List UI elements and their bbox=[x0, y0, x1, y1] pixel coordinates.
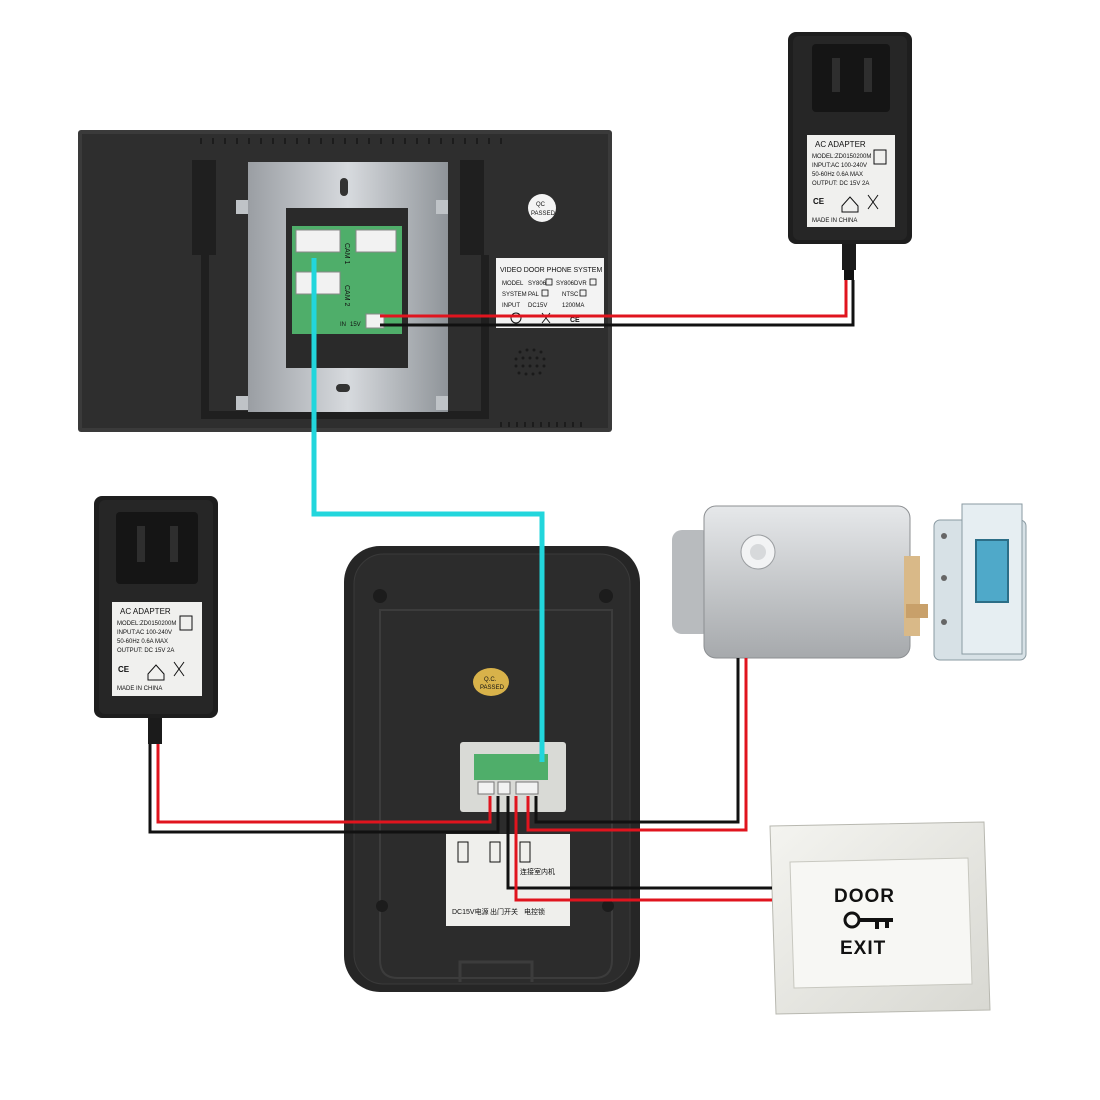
monitor-cam1b-connector bbox=[355, 229, 397, 253]
outdoor-qc-bottom: PASSED bbox=[480, 685, 505, 691]
monitor-label-input-key: INPUT bbox=[502, 303, 520, 309]
monitor-power-v-label: 15V bbox=[350, 322, 361, 328]
exit-button-exit-text: EXIT bbox=[840, 938, 886, 959]
monitor-cam2-label: CAM 2 bbox=[343, 285, 350, 307]
monitor-label-standard-icon bbox=[510, 312, 522, 324]
key-icon bbox=[843, 911, 893, 929]
monitor-label-input-a: 1200MA bbox=[562, 303, 584, 309]
monitor-power-connector bbox=[365, 313, 385, 329]
monitor-label-title: VIDEO DOOR PHONE SYSTEM bbox=[500, 267, 602, 274]
left-adapter-origin: MADE IN CHINA bbox=[117, 686, 162, 692]
exit-button-door-text: DOOR bbox=[834, 886, 895, 907]
monitor-speaker-grille bbox=[514, 348, 546, 376]
wire-exit-black bbox=[506, 796, 772, 890]
monitor-label-input-v: DC15V bbox=[528, 303, 547, 309]
monitor-label-model-b: SY806DVR bbox=[556, 281, 587, 287]
wire-unit-power-red bbox=[156, 744, 492, 824]
left-adapter-bin-icon bbox=[173, 661, 185, 677]
top-adapter-ce-mark: CE bbox=[813, 197, 825, 206]
outdoor-qc-sticker bbox=[473, 668, 509, 696]
top-adapter-output: OUTPUT: DC 15V 2A bbox=[812, 181, 869, 187]
wire-lock-red bbox=[526, 658, 748, 832]
top-adapter-origin: MADE IN CHINA bbox=[812, 218, 857, 224]
monitor-cam1-connector bbox=[295, 229, 341, 253]
monitor-label-sys-a: PAL bbox=[528, 292, 540, 298]
outdoor-qc-top: Q.C. bbox=[484, 677, 497, 683]
left-adapter-ce-mark: CE bbox=[118, 665, 130, 674]
monitor-vent-slots bbox=[200, 138, 582, 427]
top-adapter-freq: 50-60Hz 0.6A MAX bbox=[812, 172, 863, 178]
top-adapter-double-insulation-icon bbox=[873, 149, 887, 165]
wire-lock-black bbox=[534, 658, 740, 824]
monitor-label-sys-b: NTSC bbox=[562, 292, 579, 298]
wire-exit-red bbox=[514, 796, 772, 902]
left-power-adapter: AC ADAPTER MODEL:ZD0150200M INPUT:AC 100… bbox=[94, 496, 218, 744]
door-exit-button: DOOR EXIT bbox=[769, 821, 991, 1015]
outdoor-camera-unit: Q.C. PASSED 连接室内机 DC15V电源 出门开关 电控锁 bbox=[344, 546, 640, 992]
left-adapter-house-icon bbox=[147, 664, 165, 681]
outdoor-label-right: 连接室内机 bbox=[520, 867, 555, 876]
wire-monitor-power-red bbox=[380, 280, 848, 318]
monitor-qc-sticker bbox=[528, 194, 556, 222]
monitor-label-model-key: MODEL bbox=[502, 281, 524, 287]
monitor-label-model-a: SY806 bbox=[528, 281, 547, 287]
left-adapter-input: INPUT:AC 100-240V bbox=[117, 630, 172, 636]
electric-lock bbox=[672, 503, 1027, 661]
monitor-power-in-label: IN bbox=[340, 322, 346, 328]
wire-unit-power-black bbox=[148, 744, 500, 834]
monitor-label-system-key: SYSTEM bbox=[502, 292, 527, 298]
left-adapter-output: OUTPUT: DC 15V 2A bbox=[117, 648, 174, 654]
top-adapter-house-icon bbox=[841, 196, 859, 213]
wire-video-cyan bbox=[311, 258, 545, 762]
wire-monitor-power-black bbox=[380, 280, 855, 327]
outdoor-label-bottom-1: DC15V电源 bbox=[452, 907, 489, 916]
monitor-label-ce: CE bbox=[570, 317, 580, 324]
indoor-monitor: CAM 1 CAM 2 IN 15V QC PASSED VIDEO DOOR … bbox=[78, 130, 612, 432]
left-adapter-freq: 50-60Hz 0.6A MAX bbox=[117, 639, 168, 645]
wires bbox=[148, 258, 855, 902]
left-adapter-model: MODEL:ZD0150200M bbox=[117, 621, 176, 627]
left-adapter-title: AC ADAPTER bbox=[120, 607, 171, 616]
left-adapter-double-insulation-icon bbox=[179, 615, 193, 631]
top-adapter-input: INPUT:AC 100-240V bbox=[812, 163, 867, 169]
top-adapter-model: MODEL:ZD0150200M bbox=[812, 154, 871, 160]
top-power-adapter: AC ADAPTER MODEL:ZD0150200M INPUT:AC 100… bbox=[788, 32, 912, 280]
monitor-qc-bottom: PASSED bbox=[531, 211, 556, 217]
monitor-qc-top: QC bbox=[536, 202, 546, 208]
outdoor-label-bottom-2: 出门开关 bbox=[490, 907, 518, 916]
top-adapter-bin-icon bbox=[867, 194, 879, 210]
monitor-cam2-connector bbox=[295, 271, 341, 295]
monitor-cam1-label: CAM 1 bbox=[343, 243, 350, 265]
outdoor-label-bottom-3: 电控锁 bbox=[524, 907, 545, 916]
top-adapter-title: AC ADAPTER bbox=[815, 140, 866, 149]
